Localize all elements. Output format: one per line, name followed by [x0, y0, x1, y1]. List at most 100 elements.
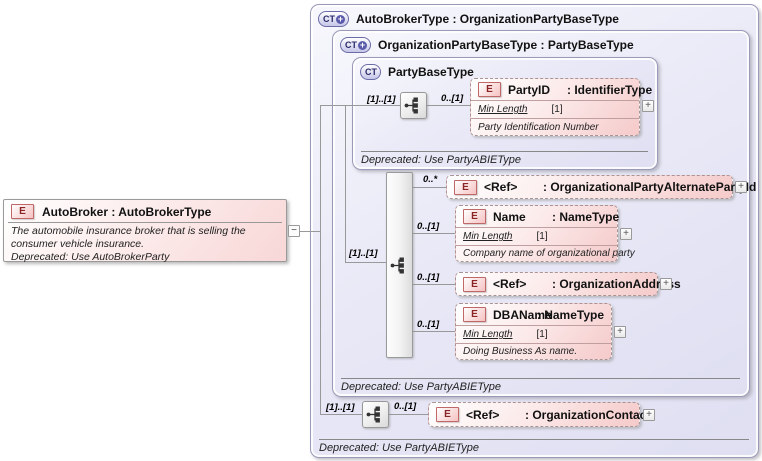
element-name: DBAName [493, 307, 552, 322]
expand-button[interactable]: + [642, 100, 654, 112]
sequence-glyph [404, 97, 418, 114]
cardinality-label: 0..[1] [417, 221, 440, 232]
ct-label: CT [323, 14, 335, 24]
expand-button[interactable]: + [660, 278, 672, 290]
element-box-dbaname[interactable]: E DBAName : NameType Min Length [1] Doin… [455, 303, 612, 360]
cardinality-label: 0..[1] [417, 319, 440, 330]
element-header: E <Ref> : OrganizationContact [429, 403, 650, 426]
deprecated-note: Deprecated: Use AutoBrokerParty [11, 250, 170, 263]
facet-row: Min Length [1] [456, 325, 611, 343]
cardinality-label: 0..* [423, 174, 438, 185]
element-name: <Ref> [484, 180, 518, 194]
element-type: : NameType [552, 209, 620, 224]
facet-label: Min Length [463, 231, 513, 242]
connector-line [427, 105, 470, 106]
cardinality-label: 0..[1] [394, 401, 417, 412]
collapse-button[interactable]: − [288, 225, 300, 237]
element-header: E <Ref> : OrganizationalPartyAlternatePa… [447, 176, 756, 198]
element-header: E <Ref> : OrganizationAddress [456, 273, 681, 295]
connector-trunk [320, 105, 321, 415]
element-type: : IdentifierType [567, 82, 653, 97]
element-type: : NameType [536, 307, 604, 322]
ct-derived-plus-icon: + [358, 39, 367, 50]
cardinality-label: 0..[1] [441, 93, 464, 104]
sequence-bar[interactable] [386, 172, 413, 358]
element-header: E DBAName : NameType [456, 304, 611, 325]
connector-line [413, 331, 455, 332]
complextype-header: CT+ AutoBrokerType : OrganizationPartyBa… [311, 5, 758, 27]
complextype-header: CT+ OrganizationPartyBaseType : PartyBas… [333, 31, 749, 53]
element-annotation: Party Identification Number [471, 118, 639, 135]
connector-line [345, 262, 386, 263]
element-type: : OrganizationAddress [552, 277, 681, 291]
complextype-title: PartyBaseType [388, 65, 474, 79]
element-box-ref-organizationaddress[interactable]: E <Ref> : OrganizationAddress [455, 272, 681, 296]
ct-label: CT [345, 40, 357, 50]
element-name: Name [493, 209, 526, 224]
annotation-text: The automobile insurance broker that is … [11, 225, 246, 250]
complextype-icon: CT+ [340, 37, 371, 53]
expand-button[interactable]: + [620, 228, 632, 240]
connector-line [300, 231, 321, 232]
complextype-title: OrganizationPartyBaseType : PartyBaseTyp… [378, 38, 634, 52]
element-type: : OrganizationalPartyAlternatePartyId [543, 180, 757, 194]
connector-line [413, 187, 446, 188]
facet-value: [1] [536, 329, 548, 340]
expand-button[interactable]: + [643, 409, 655, 421]
element-box-autobroker[interactable]: E AutoBroker : AutoBrokerType The automo… [3, 199, 287, 265]
element-type: : OrganizationContact [525, 407, 651, 422]
deprecated-note: Deprecated: Use PartyABIEType [319, 439, 749, 454]
element-name: <Ref> [493, 277, 527, 291]
connector-line [388, 414, 428, 415]
element-box-partyid[interactable]: E PartyID : IdentifierType Min Length [1… [470, 78, 652, 136]
element-header: E AutoBroker : AutoBrokerType [4, 200, 286, 222]
sequence-glyph [366, 406, 380, 423]
element-icon: E [11, 204, 34, 219]
sequence-glyph [390, 257, 404, 273]
divider [8, 222, 282, 223]
element-annotation: The automobile insurance broker that is … [4, 223, 286, 265]
element-title: AutoBroker : AutoBrokerType [42, 204, 212, 219]
facet-label: Min Length [463, 329, 513, 340]
sequence-icon[interactable] [362, 401, 389, 428]
connector-line [413, 284, 455, 285]
ct-derived-plus-icon: + [336, 13, 345, 24]
facet-value: [1] [551, 104, 563, 115]
element-icon: E [436, 407, 459, 422]
element-name: <Ref> [466, 407, 500, 422]
element-header: E Name : NameType [456, 206, 620, 227]
element-box-ref-organizationcontact[interactable]: E <Ref> : OrganizationContact [428, 402, 650, 427]
element-annotation: Doing Business As name. [456, 343, 611, 359]
connector-line [320, 105, 400, 106]
facet-row: Min Length [1] [471, 100, 639, 118]
element-icon: E [463, 209, 486, 224]
connector-trunk [345, 105, 346, 263]
complextype-header: CT PartyBaseType [353, 58, 657, 80]
ct-label: CT [365, 67, 377, 77]
connector-line [413, 233, 455, 234]
complextype-icon: CT [360, 64, 381, 80]
element-box-ref-organizationalpartyalternatepartyid[interactable]: E <Ref> : OrganizationalPartyAlternatePa… [446, 175, 756, 199]
sequence-icon[interactable] [400, 92, 427, 119]
cardinality-label: [1]..[1] [349, 248, 378, 259]
expand-button[interactable]: + [614, 326, 626, 338]
element-icon: E [463, 276, 486, 292]
element-icon: E [463, 307, 486, 322]
facet-value: [1] [536, 231, 548, 242]
expand-button[interactable]: + [735, 181, 747, 193]
facet-row: Min Length [1] [456, 227, 617, 245]
element-annotation: Company name of organizational party [456, 245, 635, 261]
complextype-icon: CT+ [318, 11, 349, 27]
deprecated-note: Deprecated: Use PartyABIEType [341, 378, 740, 393]
cardinality-label: 0..[1] [417, 272, 440, 283]
element-header: E PartyID : IdentifierType [471, 79, 652, 100]
element-icon: E [454, 179, 477, 195]
complextype-title: AutoBrokerType : OrganizationPartyBaseTy… [356, 12, 619, 26]
cardinality-label: [1]..[1] [367, 94, 396, 105]
element-name: PartyID [508, 82, 551, 97]
deprecated-note: Deprecated: Use PartyABIEType [361, 151, 648, 166]
element-box-name[interactable]: E Name : NameType Min Length [1] Company… [455, 205, 635, 262]
cardinality-label: [1]..[1] [326, 402, 355, 413]
facet-label: Min Length [478, 104, 528, 115]
connector-line [320, 414, 362, 415]
